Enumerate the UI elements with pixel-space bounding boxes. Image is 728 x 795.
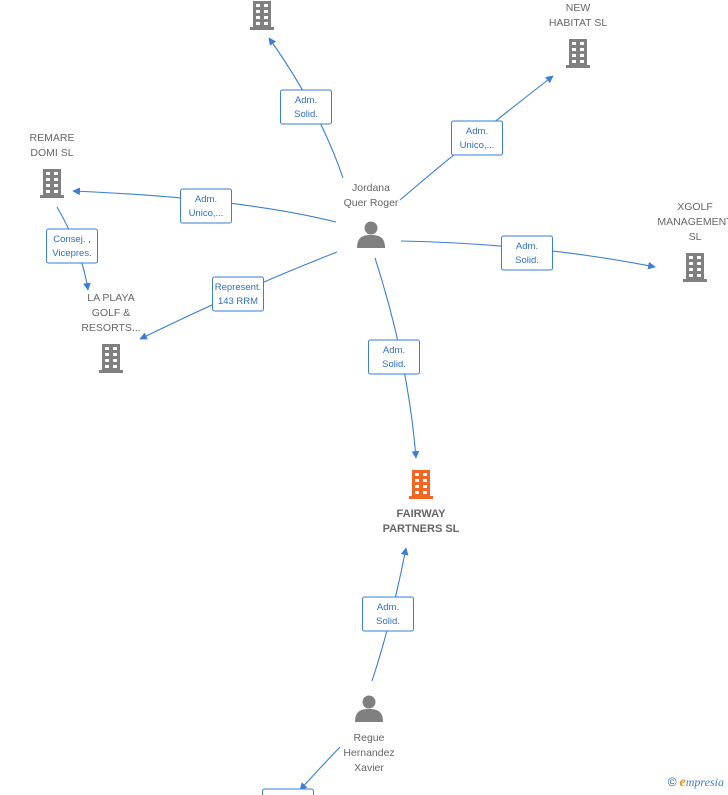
edge-label-text: Adm. bbox=[466, 126, 488, 137]
edge-label-remare_laplaya[interactable]: Consej. , Vicepres. bbox=[46, 228, 98, 264]
edge-label-jordana_remare[interactable]: Adm. Unico,... bbox=[180, 188, 232, 224]
footer-credit[interactable]: ©empresia bbox=[668, 775, 724, 791]
node-new_habitat[interactable]: NEW HABITAT SL bbox=[549, 2, 608, 68]
edge-regue_bottom bbox=[299, 746, 341, 791]
edge-label-jordana_laplaya[interactable]: Represent. 143 RRM bbox=[212, 276, 264, 312]
edge-label-box bbox=[362, 596, 414, 632]
edge-label-text: Unico,... bbox=[189, 208, 224, 219]
edge-label-jordana_xgolf[interactable]: Adm. Solid. bbox=[501, 235, 553, 271]
edge-label-jordana_newhabitat[interactable]: Adm. Unico,... bbox=[451, 120, 503, 156]
node-label: REMARE bbox=[30, 132, 75, 144]
building-icon bbox=[409, 470, 433, 499]
node-label: Xavier bbox=[354, 762, 384, 774]
edge-label-text: Adm. bbox=[383, 345, 405, 356]
edge-label-text: Represent. bbox=[215, 282, 261, 293]
node-label: MANAGEMENT bbox=[657, 216, 728, 228]
node-label: NEW bbox=[566, 2, 591, 14]
edge-label-box bbox=[46, 228, 98, 264]
edge-labels-layer: Adm. Solid. Adm. Unico,... Adm. Unico,... Cons… bbox=[46, 89, 553, 795]
edge-label-text: Adm. bbox=[195, 194, 217, 205]
edge-label-regue_bottom[interactable]: Adm. bbox=[262, 788, 314, 795]
edge-label-regue_fairway[interactable]: Adm. Solid. bbox=[362, 596, 414, 632]
edge-label-box bbox=[368, 339, 420, 375]
building-icon bbox=[40, 169, 64, 198]
edge-label-jordana_fairway[interactable]: Adm. Solid. bbox=[368, 339, 420, 375]
node-label: GOLF & bbox=[92, 307, 131, 319]
copyright-symbol: © bbox=[667, 775, 677, 789]
node-label: LA PLAYA bbox=[87, 292, 134, 304]
node-label: SL bbox=[689, 231, 702, 243]
building-icon bbox=[99, 344, 123, 373]
node-label: Quer Roger bbox=[344, 197, 399, 209]
node-label: Hernandez bbox=[343, 747, 394, 759]
edge-label-text: Vicepres. bbox=[52, 248, 91, 259]
edge-label-text: Adm. bbox=[295, 95, 317, 106]
edge-label-box bbox=[262, 788, 314, 795]
edge-label-text: Solid. bbox=[515, 255, 539, 266]
building-icon bbox=[250, 1, 274, 30]
edge-label-box bbox=[180, 188, 232, 224]
node-label: RESORTS... bbox=[81, 322, 140, 334]
node-label: Regue bbox=[354, 732, 385, 744]
brand-name: mpresia bbox=[685, 775, 724, 789]
edge-label-box bbox=[501, 235, 553, 271]
edge-label-text: Unico,... bbox=[460, 140, 495, 151]
edge-label-text: Adm. bbox=[516, 241, 538, 252]
brand-initial: e bbox=[679, 775, 686, 790]
node-fairway[interactable]: FAIRWAY PARTNERS SL bbox=[383, 470, 460, 535]
edge-label-box bbox=[212, 276, 264, 312]
edge-label-box bbox=[451, 120, 503, 156]
node-la_playa[interactable]: LA PLAYA GOLF & RESORTS... bbox=[81, 292, 141, 373]
edges-layer bbox=[56, 37, 656, 791]
edge-label-text: Consej. , bbox=[53, 234, 91, 245]
node-xgolf[interactable]: XGOLF MANAGEMENT SL bbox=[657, 201, 728, 282]
node-label: FAIRWAY bbox=[397, 508, 447, 520]
edge-label-text: Solid. bbox=[294, 109, 318, 120]
node-label: HABITAT SL bbox=[549, 17, 608, 29]
node-top_building[interactable] bbox=[250, 1, 274, 30]
person-icon bbox=[357, 221, 385, 248]
edge-label-text: Adm. bbox=[377, 602, 399, 613]
edge-label-text: Solid. bbox=[382, 359, 406, 370]
building-icon bbox=[683, 253, 707, 282]
node-label: DOMI SL bbox=[30, 147, 73, 159]
node-label: XGOLF bbox=[677, 201, 713, 213]
building-icon bbox=[566, 39, 590, 68]
node-remare[interactable]: REMARE DOMI SL bbox=[30, 132, 75, 198]
edge-label-box bbox=[280, 89, 332, 125]
edge-label-text: Solid. bbox=[376, 616, 400, 627]
person-icon bbox=[355, 695, 383, 722]
edge-label-text: 143 RRM bbox=[218, 296, 258, 307]
node-label: PARTNERS SL bbox=[383, 523, 460, 535]
node-label: Jordana bbox=[352, 182, 390, 194]
edge-label-jordana_top[interactable]: Adm. Solid. bbox=[280, 89, 332, 125]
